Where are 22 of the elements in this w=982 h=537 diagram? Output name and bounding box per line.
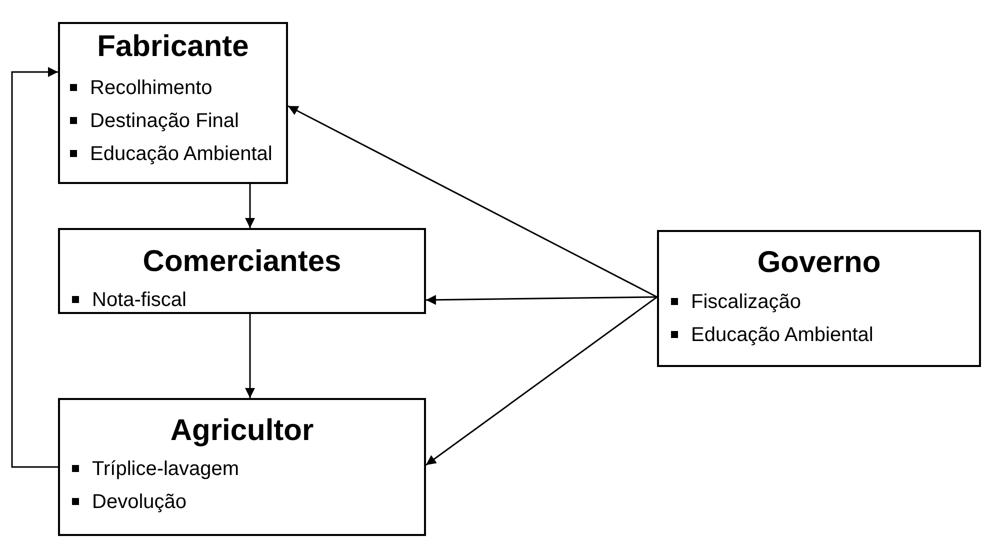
arrow (245, 184, 255, 228)
list-item: Tríplice-lavagem (70, 456, 240, 482)
arrow (426, 296, 658, 466)
process-box (657, 230, 981, 367)
arrow (245, 314, 255, 398)
process-box (58, 228, 426, 314)
arrow (288, 105, 658, 298)
list-item: Fiscalização (669, 289, 802, 315)
list-item: Educação Ambiental (68, 141, 272, 167)
box-heading: Agricultor (169, 414, 315, 448)
process-box (58, 398, 426, 536)
list-item: Destinação Final (68, 108, 239, 134)
box-heading: Governo (756, 246, 882, 280)
arrow (11, 67, 58, 468)
arrow (426, 294, 657, 305)
box-heading: Comerciantes (142, 245, 342, 279)
list-item: Devolução (70, 489, 187, 515)
list-item: Nota-fiscal (70, 287, 186, 313)
list-item: Recolhimento (68, 75, 212, 101)
list-item: Educação Ambiental (669, 322, 874, 348)
process-box (58, 22, 288, 184)
box-heading: Fabricante (96, 30, 250, 64)
